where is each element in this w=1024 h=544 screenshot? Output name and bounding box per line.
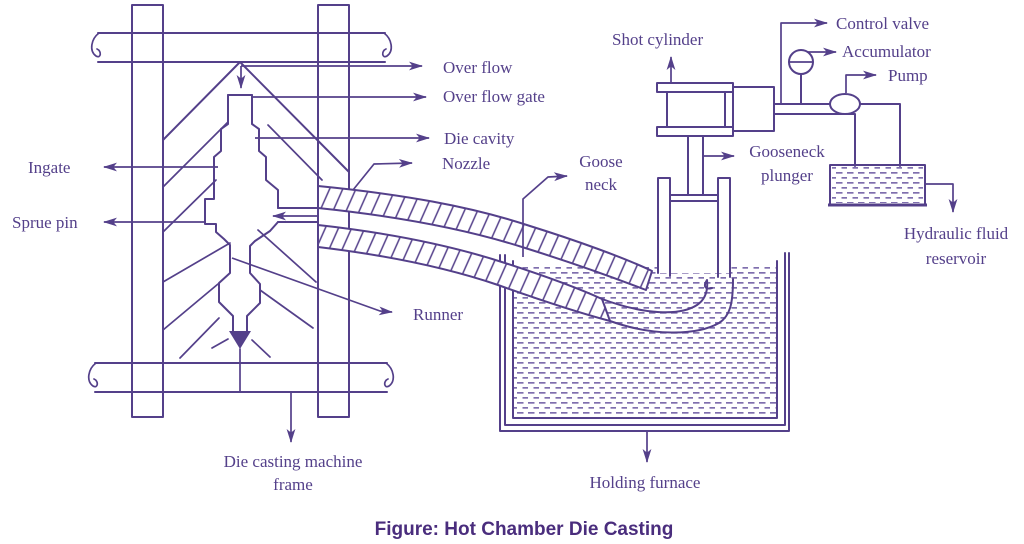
furnace-inner-wall [504,252,786,426]
label-accumulator: Accumulator [842,42,931,61]
label-hydraulic-reservoir-1: Hydraulic fluid [904,224,1009,243]
label-goose-neck-1: Goose [579,152,622,171]
pointer-arrows [103,18,958,463]
cavity-right-edge-lower [246,221,279,332]
hydraulic-circuit [773,49,927,207]
left-column [131,4,164,418]
label-control-valve: Control valve [836,14,929,33]
nozzle-arrow [352,158,413,191]
label-gooseneck-plunger-2: plunger [761,166,813,185]
label-holding-furnace: Holding furnace [590,473,701,492]
label-machine-frame-2: frame [273,475,313,494]
goose-neck-arrow [522,172,568,257]
die-block [162,61,350,393]
figure-caption: Figure: Hot Chamber Die Casting [375,519,674,540]
die-casting-machine-frame [87,4,395,418]
gooseneck-hook-inner [601,279,713,314]
top-bar-right-curl [381,32,393,58]
top-bar-left-curl [90,32,102,58]
bottom-bar-left-curl [87,362,99,388]
nozzle-channel [277,207,319,223]
right-column [317,4,350,418]
gooseneck-upper-band-hatch [318,186,652,290]
gooseneck-upper-band-outline [317,185,653,291]
pump-arrow [845,70,877,93]
control-valve-arrow [780,18,828,104]
label-machine-frame-1: Die casting machine [224,452,363,471]
runner-arrow [231,257,393,316]
gooseneck [317,185,734,334]
shot-cylinder-bottom-flange [656,126,734,137]
cavity-right-edge-upper [251,94,279,209]
label-nozzle: Nozzle [442,154,490,173]
label-gooseneck-plunger-1: Gooseneck [749,142,825,161]
label-goose-neck-2: neck [585,175,618,194]
plunger-rod [687,135,704,196]
gooseneck-lower-band-hatch [318,225,610,321]
label-pump: Pump [888,66,928,85]
label-runner: Runner [413,305,463,324]
label-hydraulic-reservoir-2: reservoir [926,249,987,268]
plunger-cylinder-walls [657,177,731,278]
cavity-left-edge [204,94,234,332]
furnace-crucible [512,260,778,419]
die-right-diagonals [251,124,323,358]
die-left-diagonals [162,121,231,359]
furnace-outer-wall [499,252,790,432]
reservoir-outlet-arrow [925,183,958,213]
labels: Over flow Over flow gate Die cavity Nozz… [12,14,1009,540]
bottom-bar-right-curl [383,362,395,388]
label-over-flow-gate: Over flow gate [443,87,545,106]
label-ingate: Ingate [28,158,70,177]
label-over-flow: Over flow [443,58,513,77]
label-die-cavity: Die cavity [444,129,515,148]
sprue-tip [229,331,251,349]
label-shot-cylinder: Shot cylinder [612,30,703,49]
reservoir-fluid-fill [832,167,923,203]
gooseneck-hook-outer [609,278,734,334]
label-sprue-pin: Sprue pin [12,213,78,232]
pump-icon [829,93,861,115]
shot-cylinder-body [666,91,726,128]
plunger-piston [669,194,719,202]
shot-cylinder-top-flange [656,82,734,93]
valve-block [732,86,775,132]
die-slants [162,61,350,173]
shot-cylinder-assembly [656,82,775,278]
